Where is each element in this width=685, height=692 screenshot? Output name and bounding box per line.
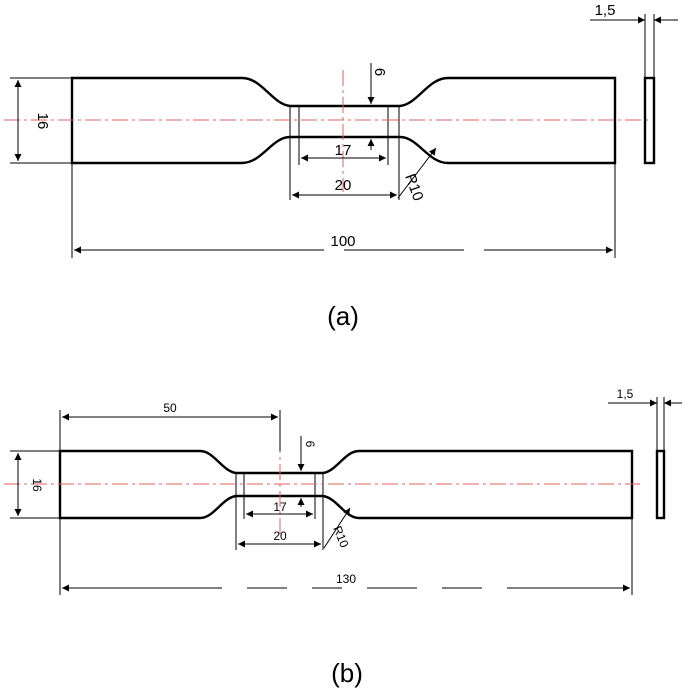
neck-b-label: 6	[303, 441, 317, 448]
radius-b-label: R10	[330, 524, 351, 550]
gauge-width-a-label: 20	[335, 177, 352, 194]
width-b-label: 16	[30, 478, 44, 492]
radius-b-leader	[323, 507, 351, 549]
caption-b: (b)	[331, 658, 363, 688]
gauge-length-a-label: 17	[335, 142, 352, 159]
length-a-label: 100	[330, 233, 355, 250]
side-view-b	[655, 449, 666, 520]
length-b-label: 130	[336, 572, 356, 586]
half-length-b-label: 50	[163, 401, 177, 415]
neck-a-label: 6	[371, 68, 388, 76]
radius-a-label: R10	[401, 172, 426, 204]
side-view-a	[643, 76, 656, 165]
figure-b: 50 16 6 17 20 R10 130 1,5	[4, 387, 682, 688]
gauge-width-b-label: 20	[273, 529, 287, 543]
caption-a: (a)	[327, 301, 359, 331]
thickness-a-label: 1,5	[595, 2, 616, 19]
width-a-label: 16	[34, 113, 51, 130]
gauge-length-b-label: 17	[273, 500, 287, 514]
thickness-b-label: 1,5	[617, 387, 634, 401]
figure-a: 16 6 17 20 R10 100 1,5 (a)	[4, 2, 678, 331]
radius-a-leader	[397, 147, 437, 199]
